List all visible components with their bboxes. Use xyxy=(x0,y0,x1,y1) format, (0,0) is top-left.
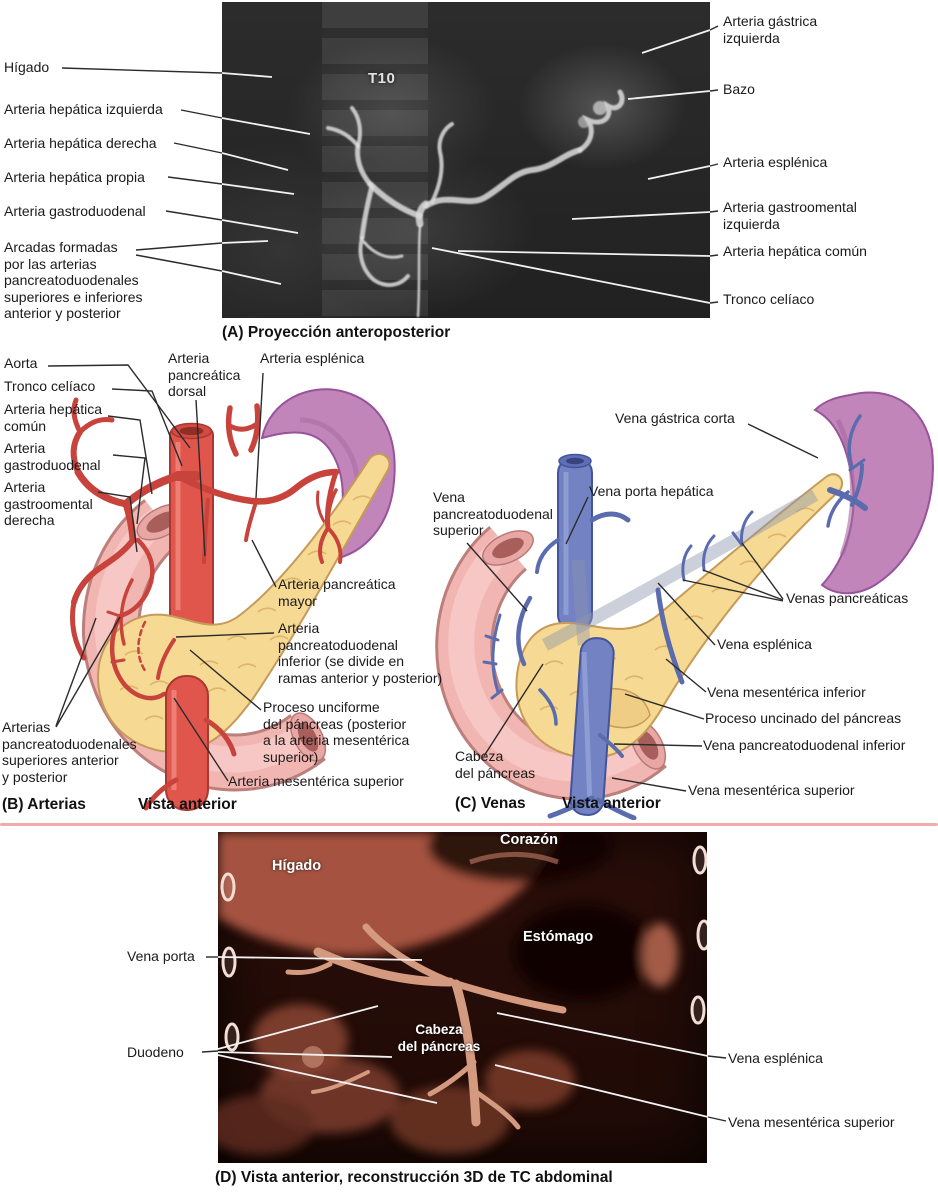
label-vena-pancreatoduodenal-superior: Vena pancreatoduodenal superior xyxy=(433,489,553,538)
label-arteria-pancreatica-dorsal: Arteria pancreática dorsal xyxy=(168,350,241,399)
panel-c-view-label: Vista anterior xyxy=(562,795,661,812)
panel-d-caption: (D) Vista anterior, reconstrucción 3D de… xyxy=(215,1169,613,1186)
panel-a-vessels-svg xyxy=(326,89,625,318)
label-vena-pancreatoduodenal-inferior: Vena pancreatoduodenal inferior xyxy=(703,737,906,753)
label-arteria-pancreatica-mayor: Arteria pancreática mayor xyxy=(278,576,396,609)
panel-b-illustration xyxy=(69,388,396,811)
spleen-vessel-blush xyxy=(578,116,590,128)
label-vena-gastrica-corta: Vena gástrica corta xyxy=(615,410,735,426)
posterior-arcade-dashed xyxy=(137,620,148,674)
label-proceso-unciforme: Proceso unciforme del páncreas (posterio… xyxy=(263,699,410,765)
splenic-vein-hilum-shape xyxy=(827,487,868,511)
panel-a-caption: (A) Proyección anteroposterior xyxy=(222,324,451,341)
label-tronco-celiaco-b: Tronco celíaco xyxy=(4,378,96,394)
superior-mesenteric-vein-shape xyxy=(547,637,637,820)
panel-d-ct-image xyxy=(218,832,707,1163)
label-t10-vertebra: T10 xyxy=(368,70,396,87)
great-pancreatic-shape xyxy=(244,500,258,542)
label-arteria-gastrica-izquierda: Arteria gástrica izquierda xyxy=(723,13,818,46)
bowel-shape xyxy=(390,1086,510,1154)
label-arteria-gastroduodenal-a: Arteria gastroduodenal xyxy=(4,203,146,219)
label-bazo: Bazo xyxy=(723,81,755,97)
panel-a-radiograph xyxy=(222,2,710,318)
label-arcadas: Arcadas formadas por las arterias pancre… xyxy=(4,239,143,321)
section-divider xyxy=(0,823,938,826)
splenic-artery-coils xyxy=(577,89,625,153)
left-hepatic-xray xyxy=(350,106,362,148)
label-vena-esplenica-c: Vena esplénica xyxy=(717,636,812,652)
label-vena-mesenterica-inferior: Vena mesentérica inferior xyxy=(707,684,866,700)
panel-b-caption: (B) Arterias xyxy=(2,796,86,813)
label-vena-porta: Vena porta xyxy=(127,948,195,964)
label-vena-esplenica-d: Vena esplénica xyxy=(728,1050,823,1066)
spleen-vessel-blush xyxy=(593,101,607,115)
superior-arcade-shape xyxy=(135,537,155,585)
label-vena-porta-hepatica: Vena porta hepática xyxy=(589,483,714,499)
panel-b-view-label: Vista anterior xyxy=(138,796,237,813)
label-vena-mesenterica-superior-c: Vena mesentérica superior xyxy=(688,782,855,798)
inferior-pancreatoduodenal-shape xyxy=(156,638,176,680)
label-higado: Hígado xyxy=(4,59,50,75)
label-cabeza-del-pancreas-ct: Cabeza del páncreas xyxy=(397,1022,481,1054)
label-proceso-uncinado: Proceso uncinado del páncreas xyxy=(705,710,902,726)
stomach-shape xyxy=(513,904,653,1000)
aorta-ct-shape xyxy=(642,923,678,987)
label-arteria-esplenica-b: Arteria esplénica xyxy=(260,350,365,366)
spleen-shape xyxy=(813,391,934,595)
label-arteria-hepatica-izquierda: Arteria hepática izquierda xyxy=(4,101,163,117)
label-higado-ct: Hígado xyxy=(272,858,322,874)
arcade-inner-xray xyxy=(362,240,404,259)
label-arteria-gastroduodenal-b: Arteria gastroduodenal xyxy=(4,440,101,473)
label-arteria-mesenterica-superior: Arteria mesentérica superior xyxy=(228,773,404,789)
panel-c-caption: (C) Venas xyxy=(455,795,526,812)
label-vena-mesenterica-superior-d: Vena mesentérica superior xyxy=(728,1114,895,1130)
inferior-pancreatoduodenal-vein-shape xyxy=(598,733,624,758)
label-cabeza-del-pancreas-c: Cabeza del páncreas xyxy=(455,748,536,781)
label-aorta: Aorta xyxy=(4,355,38,371)
smv-ct-shape xyxy=(451,979,481,1127)
label-arterias-pancreatoduodenales: Arterias pancreatoduodenales superiores … xyxy=(2,719,137,785)
label-arteria-gastroomental-izquierda: Arteria gastroomental izquierda xyxy=(723,199,857,232)
splenic-artery-shape xyxy=(178,468,340,505)
proper-hepatic-xray xyxy=(355,143,373,187)
splenic-vein-through-shape xyxy=(541,489,819,651)
splenic-artery-xray xyxy=(423,147,583,209)
duodenum-cut-end xyxy=(289,712,327,762)
gastroduodenal-xray xyxy=(359,183,375,241)
panel-d-ct-svg xyxy=(218,832,707,1155)
pancreatic-vein-shape xyxy=(740,510,754,547)
label-arteria-hepatica-derecha: Arteria hepática derecha xyxy=(4,135,157,151)
label-arteria-esplenica-a: Arteria esplénica xyxy=(723,154,828,170)
duodenum-ct-shape xyxy=(252,1004,348,1076)
label-arteria-hepatica-propia: Arteria hepática propia xyxy=(4,169,145,185)
label-arteria-pancreatoduodenal-inferior: Arteria pancreatoduodenal inferior (se d… xyxy=(278,620,443,686)
label-venas-pancreaticas: Venas pancreáticas xyxy=(786,590,909,606)
left-gastric-xray xyxy=(430,122,454,204)
hepatic-branch-shape xyxy=(225,405,239,457)
label-arteria-hepatica-comun-a: Arteria hepática común xyxy=(723,243,867,259)
label-duodeno: Duodeno xyxy=(127,1044,184,1060)
catheter-shape xyxy=(416,224,422,318)
bowel-shape xyxy=(218,1095,315,1155)
label-arteria-hepatica-comun-b: Arteria hepática común xyxy=(4,401,103,434)
label-tronco-celiaco-a: Tronco celíaco xyxy=(723,291,815,307)
right-hepatic-xray xyxy=(326,126,360,148)
label-arteria-gastroomental-derecha: Arteria gastroomental derecha xyxy=(4,479,93,528)
label-estomago: Estómago xyxy=(523,929,594,945)
label-corazon: Corazón xyxy=(500,832,558,848)
bowel-shape xyxy=(485,1050,575,1110)
spine-shape xyxy=(322,2,428,318)
common-hepatic-xray xyxy=(367,181,423,219)
arcade-xray xyxy=(358,236,410,287)
